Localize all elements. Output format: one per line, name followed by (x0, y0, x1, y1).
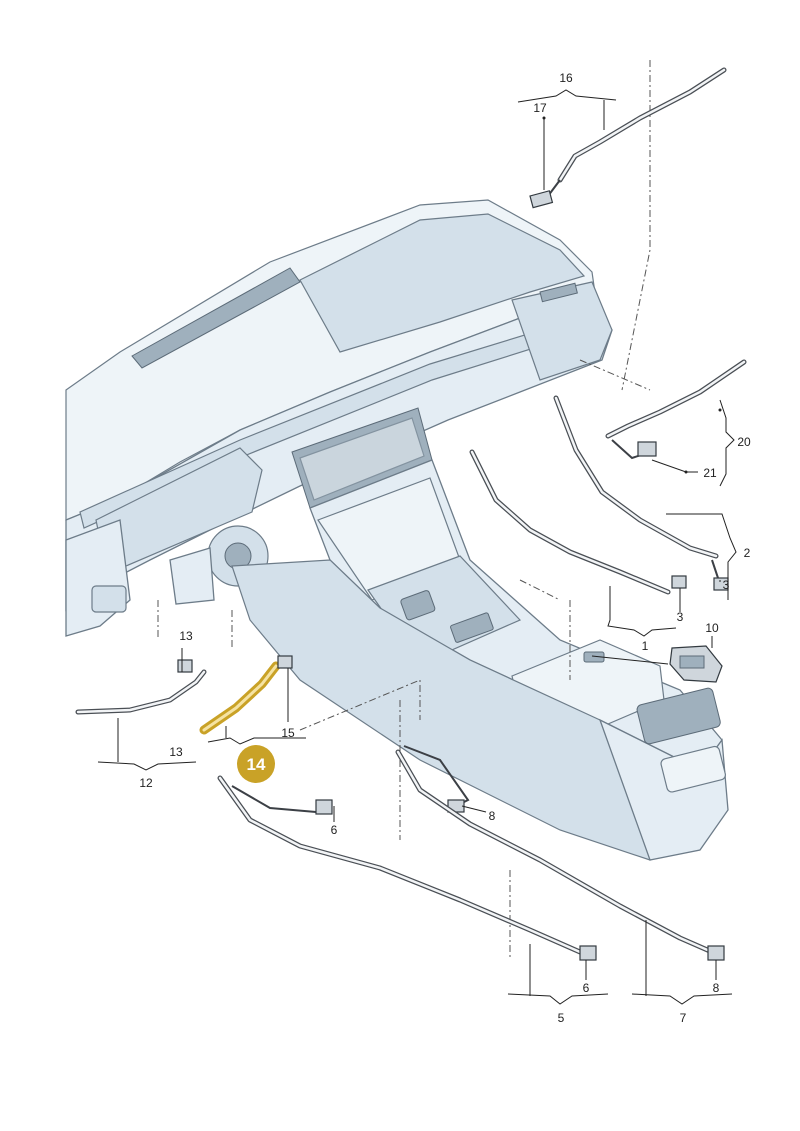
part-20-wiring-strip (605, 359, 747, 460)
part-16-wiring-strip (529, 67, 727, 209)
label-3b: 3 (723, 578, 730, 592)
label-20: 20 (737, 435, 751, 449)
part-2-trim-strip (553, 395, 729, 591)
label-7: 7 (680, 1011, 687, 1025)
right-dash-end (511, 281, 613, 381)
label-3a: 3 (677, 610, 684, 624)
label-15: 15 (281, 726, 295, 740)
callout-number: 14 (247, 755, 266, 774)
defrost-vent (131, 267, 301, 369)
connector-3a (671, 575, 687, 589)
label-6b: 6 (583, 981, 590, 995)
rear-vents (636, 687, 721, 745)
left-switch-panel (91, 585, 127, 613)
leader-lines (97, 89, 737, 1005)
label-2: 2 (744, 546, 751, 560)
label-10: 10 (705, 621, 719, 635)
rear-storage (660, 745, 726, 793)
connector-21 (637, 441, 657, 457)
label-5: 5 (558, 1011, 565, 1025)
connector-6b (579, 945, 597, 961)
label-16: 16 (559, 71, 573, 85)
part-12-trim-strip (75, 659, 207, 715)
part-14-highlighted-strip (199, 655, 293, 735)
label-13a: 13 (179, 629, 193, 643)
label-6a: 6 (331, 823, 338, 837)
part-1-trim-strip (469, 449, 687, 595)
dashboard-illustration (65, 199, 729, 861)
part-10-module (669, 645, 723, 683)
label-17: 17 (533, 101, 547, 115)
gear-selector (400, 590, 436, 621)
part-5-trim-strip (217, 775, 597, 961)
screen-bezel (299, 417, 425, 501)
connector-8b (707, 945, 725, 961)
connector-6a (315, 799, 333, 815)
part-7-trim-strip (395, 745, 725, 961)
console-buttons (450, 612, 494, 643)
center-cowl (299, 213, 586, 353)
left-lower-dash (65, 519, 131, 637)
steering-column-shroud (169, 547, 215, 605)
right-vent (539, 282, 578, 303)
callout-circle (237, 745, 275, 783)
connector-15 (277, 655, 293, 669)
label-13b: 13 (169, 745, 183, 759)
label-1: 1 (642, 639, 649, 653)
reference-lines (157, 60, 651, 960)
connector-17 (529, 190, 554, 209)
label-21: 21 (703, 466, 717, 480)
connector-13a (177, 659, 193, 673)
part-number-labels: 16 17 20 21 2 3 3 10 1 13 15 13 12 6 8 6… (139, 71, 751, 1025)
label-8b: 8 (713, 981, 720, 995)
label-12: 12 (139, 776, 153, 790)
label-8a: 8 (489, 809, 496, 823)
callout-14-badge[interactable]: 14 (237, 745, 275, 783)
